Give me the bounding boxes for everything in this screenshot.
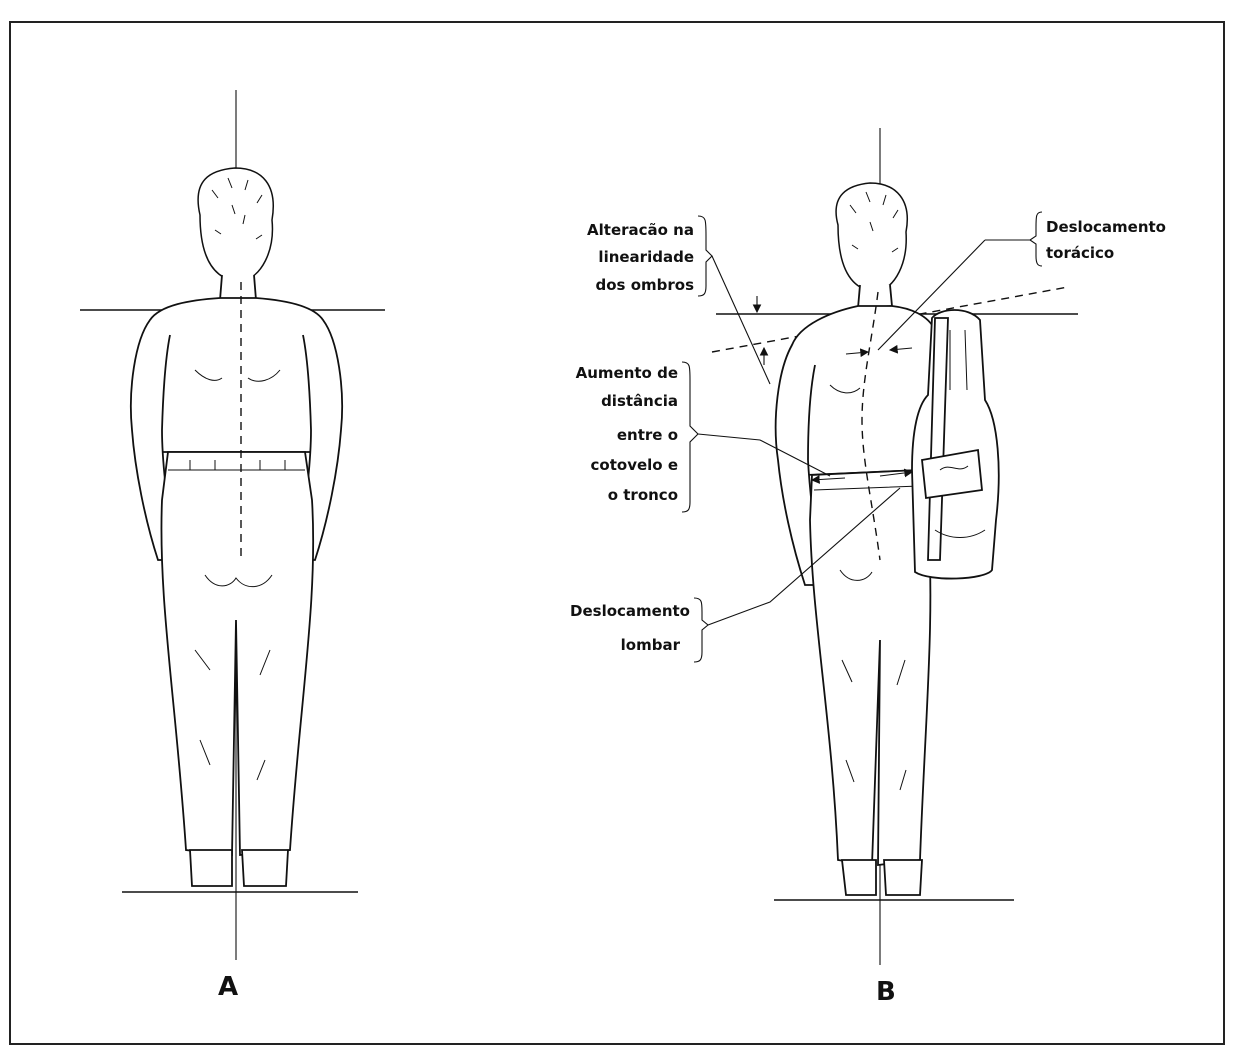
elbow-label-line-4: cotovelo e xyxy=(591,456,678,474)
neck-a xyxy=(220,275,256,300)
trousers-b xyxy=(810,470,930,865)
panel-label-a: A xyxy=(218,972,238,1002)
elbow-label-line-3: entre o xyxy=(617,426,678,444)
right-shoe-a xyxy=(242,850,288,886)
shoulders-bracket xyxy=(698,216,712,296)
elbow-label-line-5: o tronco xyxy=(608,486,678,504)
shoulders-label-line-1: Alteracão na xyxy=(587,221,694,239)
panel-label-b: B xyxy=(876,977,896,1007)
torso-a xyxy=(143,298,331,452)
shoulders-label-line-2: linearidade xyxy=(598,248,694,266)
figure-b-backpack-posture xyxy=(712,128,1078,965)
thoracic-bracket xyxy=(1030,212,1042,266)
figure-a-normal-posture xyxy=(80,90,385,960)
lumbar-label-line-2: lombar xyxy=(621,636,681,654)
thoracic-label-line-2: torácico xyxy=(1046,244,1114,262)
shoulders-leader-line xyxy=(712,256,770,384)
lumbar-label-line-1: Deslocamento xyxy=(570,602,690,620)
left-shoe-a xyxy=(190,850,232,886)
thoracic-label-line-1: Deslocamento xyxy=(1046,218,1166,236)
elbow-bracket xyxy=(682,362,698,512)
head-a xyxy=(198,168,273,282)
neck-b xyxy=(858,285,892,308)
lumbar-bracket xyxy=(694,598,708,662)
right-shoe-b xyxy=(884,860,922,895)
elbow-label-line-1: Aumento de xyxy=(576,364,678,382)
head-b xyxy=(836,183,907,292)
trousers-a xyxy=(161,452,313,855)
elbow-label-line-2: distância xyxy=(601,392,678,410)
shoulders-label-line-3: dos ombros xyxy=(596,276,695,294)
annotation-shoulders: Alteracão na linearidade dos ombros xyxy=(587,216,770,384)
left-shoe-b xyxy=(842,860,876,895)
